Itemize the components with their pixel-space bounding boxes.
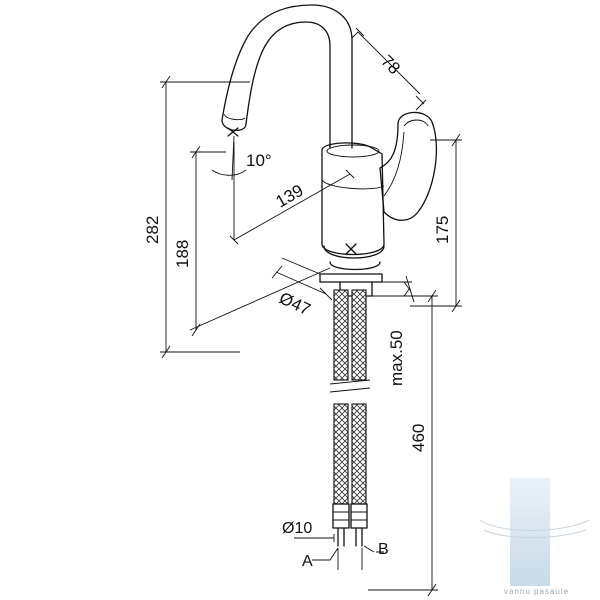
body-cylinder xyxy=(321,142,385,256)
supply-hoses xyxy=(329,289,371,547)
connection-b-label: B xyxy=(378,541,389,558)
dim-swivel-angle: 10° xyxy=(246,151,272,170)
lever-handle xyxy=(379,111,438,221)
dimension-lines xyxy=(160,27,462,597)
hose-a-lower xyxy=(333,403,349,505)
hose-b-lower xyxy=(351,403,367,505)
dim-base-diameter: Ø47 xyxy=(276,288,313,319)
dim-spout-height: 188 xyxy=(173,240,192,268)
watermark-logo: vannu pasaule xyxy=(479,478,591,596)
dim-total-height: 282 xyxy=(143,216,162,244)
spout-tip xyxy=(221,119,247,131)
watermark-text: vannu pasaule xyxy=(504,587,569,596)
connection-a-label: A xyxy=(302,553,313,570)
dim-handle-height: 175 xyxy=(433,216,452,244)
spout-outer xyxy=(221,4,353,149)
hose-a-upper xyxy=(333,289,349,381)
hose-b-upper xyxy=(351,289,367,381)
dim-hose-length: 460 xyxy=(409,424,428,452)
dim-hose-diameter: Ø10 xyxy=(282,520,312,537)
dim-projection: 139 xyxy=(273,181,307,212)
faucet-base xyxy=(323,245,385,259)
dim-max-deck: max.50 xyxy=(387,330,406,386)
spout-inner xyxy=(245,21,331,149)
